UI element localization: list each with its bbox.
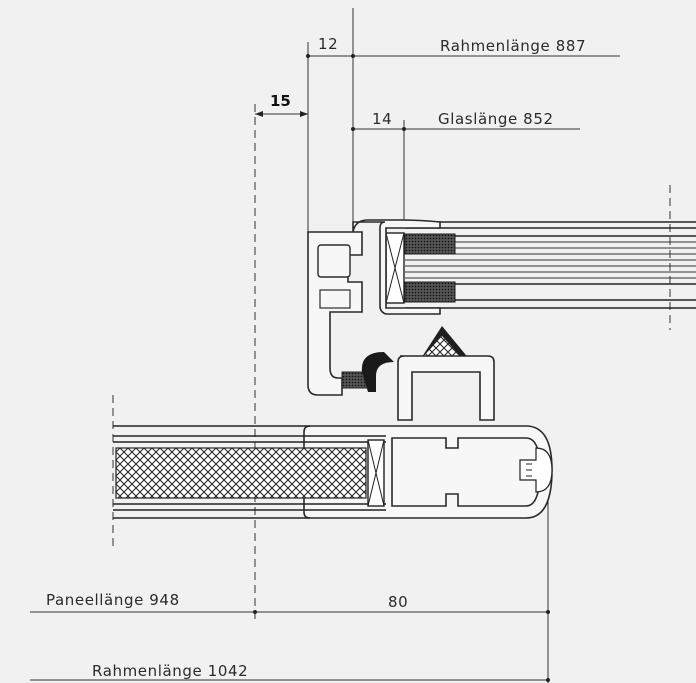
dim-15: 15	[270, 92, 291, 110]
glass-unit	[385, 221, 696, 309]
dim-paneellaenge-948: Paneellänge 948	[46, 591, 180, 609]
dim-rahmenlaenge-1042: Rahmenlänge 1042	[92, 662, 248, 680]
upper-frame-profile	[307, 219, 441, 396]
dim-glaslaenge-852: Glaslänge 852	[438, 110, 554, 128]
lower-panel	[113, 425, 386, 519]
dim-80: 80	[388, 593, 408, 611]
dim-rahmenlaenge-887: Rahmenlänge 887	[440, 37, 586, 55]
dim-14: 14	[372, 110, 392, 128]
dimension-lines	[30, 8, 671, 683]
dim-12: 12	[318, 35, 338, 53]
